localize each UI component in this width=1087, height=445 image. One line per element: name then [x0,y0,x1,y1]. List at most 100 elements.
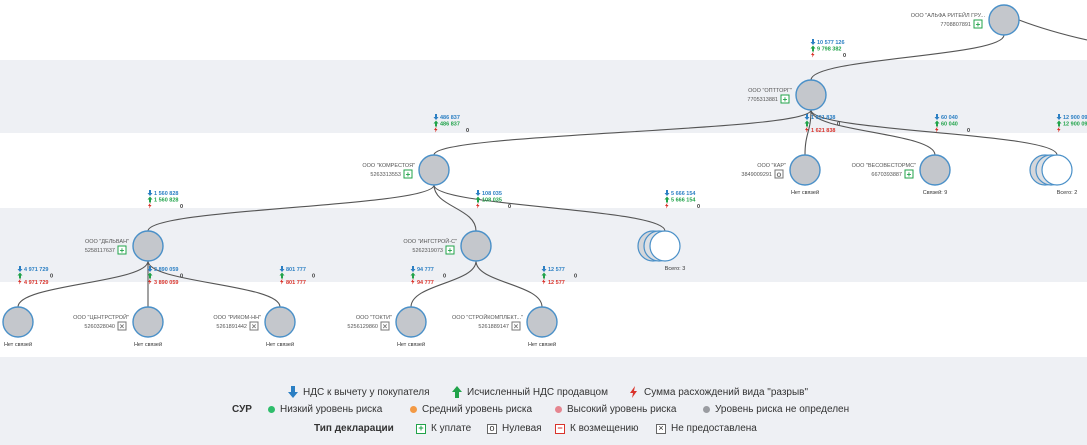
company-name: ООО "СТРОЙКОМПЛЕКТ..." [452,313,523,321]
arrow-up-icon [147,272,153,279]
company-node[interactable]: ООО "ОПТТОРГ"7705313881+ [747,79,827,111]
node-status: Нет связей [528,341,556,348]
risk-low-dot [268,406,275,413]
gap-amount: 0 [697,204,700,210]
company-node[interactable]: ООО "ЦЕНТРСТРОЙ"5260328040×Нет связей [73,306,164,348]
buyer-vat-amount: 12 577 [548,267,565,273]
legend-seller-vat-label: Исчисленный НДС продавцом [467,386,608,398]
buyer-vat-amount: 3 890 059 [154,267,178,273]
lightning-icon [665,202,669,209]
seller-vat-amount: 0 [312,274,315,280]
lightning-icon [434,126,438,133]
arrow-up-icon [664,196,670,203]
buyer-vat-amount: 801 777 [286,267,306,273]
company-node[interactable]: ООО "ТОКТИ"5256129860×Нет связей [347,306,427,348]
node-status: Нет связей [397,341,425,348]
cross-box-icon: × [656,423,666,434]
seller-vat-amount: 1 560 828 [154,198,178,204]
company-node[interactable]: ООО "КОМРЕСТОЯ"5263313553+ [362,154,450,186]
declaration-badge [117,245,127,255]
arrow-up-icon [934,120,940,127]
lightning-icon [935,126,939,133]
arrow-down-icon [147,190,153,196]
legend-decl-none: × Не предоставлена [656,423,757,434]
arrow-up-icon [433,120,439,127]
legend-row-risk: СУР Низкий уровень риска Средний уровень… [0,404,1087,420]
node-status: Всего: 2 [1057,190,1078,196]
arrow-down-icon [279,266,285,272]
graph-edge [810,34,1005,81]
graph-edge [804,109,812,156]
seller-vat-amount: 108 035 [482,198,502,204]
declaration-badge [117,321,127,331]
graph-edge [810,109,1058,156]
company-inn: 7705313881 [747,97,778,103]
company-node[interactable]: ООО "ВЕСОВЕСТОРМС"6670393887+Связей: 9 [852,154,951,196]
arrow-up-icon [475,196,481,203]
gap-amount: 4 971 729 [24,280,48,286]
company-inn: 5261889147 [478,324,509,330]
level-band [0,357,1087,383]
company-node[interactable]: ООО "АЛЬФА РИТЕЙЛ ГРУ...7708807891+ [911,4,1020,36]
node-circle [988,4,1020,36]
arrow-down-icon [664,190,670,196]
declaration-badge [445,245,455,255]
lightning-icon [148,202,152,209]
arrow-up-icon [17,272,23,279]
buyer-vat-amount: 5 666 154 [671,191,696,197]
arrow-up-icon [810,45,816,52]
node-status: Нет связей [4,341,32,348]
lightning-icon [18,278,22,285]
legend-decl-title: Тип декларации [314,423,394,434]
arrow-down-icon [433,114,439,120]
graph-edge [810,109,936,156]
node-circle [789,154,821,186]
declaration-badge [904,169,914,179]
lightning-icon [805,126,809,133]
company-node[interactable]: Всего: 3 [637,230,685,272]
circle-box-icon: o [487,423,497,434]
cross-box-icon: × [383,322,388,331]
node-circle [526,306,558,338]
plus-box-icon: + [783,95,788,104]
company-inn: 5261891442 [216,324,247,330]
edge-amounts: 12 900 09712 900 097 [1056,114,1087,133]
company-node[interactable]: Всего: 2 [1029,154,1078,196]
arrow-down-icon [147,266,153,272]
company-node[interactable]: ООО "ИНГСТРОЙ-С"5262319073+ [403,230,492,262]
legend-risk-high: Высокий уровень риска [555,404,676,415]
company-node[interactable]: ООО "ДЕЛЬВАН"5258117637+ [85,230,164,262]
company-node[interactable]: ООО "СТРОЙКОМПЛЕКТ..."5261889147×Нет свя… [452,306,558,348]
legend-risk-undefined-label: Уровень риска не определен [715,404,850,415]
plus-box-icon: + [120,246,125,255]
graph-edge [17,260,149,308]
node-stack-circle [1041,154,1073,186]
graph-edge [410,260,477,308]
company-node[interactable]: Нет связей [2,306,34,348]
company-inn: 6670393887 [871,172,902,178]
company-node[interactable]: ООО "РИКОМ-НН"5261891442×Нет связей [213,306,296,348]
legend-gap: Сумма расхождений вида "разрыв" [629,386,808,398]
company-inn: 7708807891 [940,22,971,28]
arrow-down-icon [475,190,481,196]
node-circle [395,306,427,338]
circle-box-icon: o [777,170,782,179]
graph-edge [433,184,666,232]
buyer-vat-amount: 4 971 729 [24,267,48,273]
company-name: ООО "ИНГСТРОЙ-С" [403,237,457,245]
legend-gap-label: Сумма расхождений вида "разрыв" [644,386,809,398]
cross-box-icon: × [120,322,125,331]
minus-box-icon: − [555,423,565,434]
node-status: Нет связей [266,341,294,348]
arrow-up-icon [541,272,547,279]
arrow-down-icon [1056,114,1062,120]
